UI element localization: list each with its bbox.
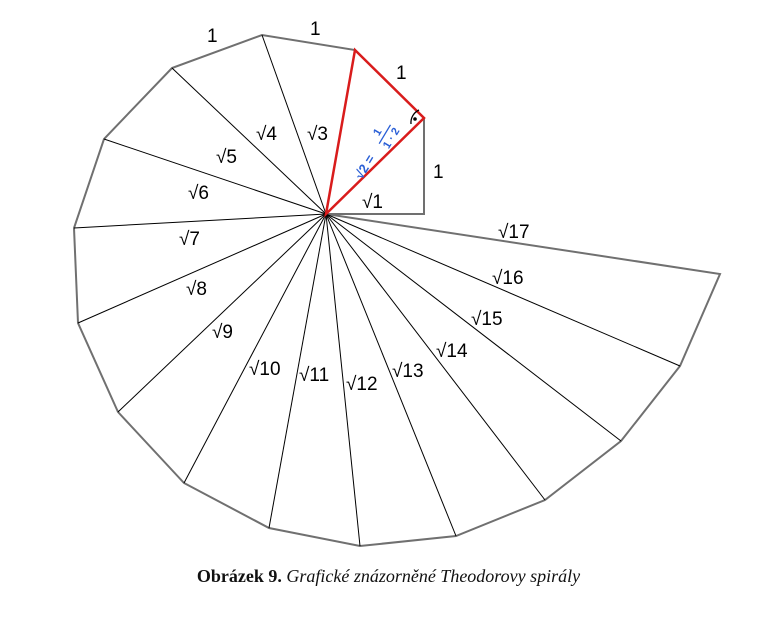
spoke bbox=[261, 34, 327, 215]
sqrt-label: √7 bbox=[179, 229, 200, 250]
theodorus-spiral-diagram: √2 = 1 1 · 2 1 1 1 1 √1 √3 √4 √5 √6 √7 √… bbox=[72, 19, 722, 548]
unit-label: 1 bbox=[433, 162, 444, 183]
spoke bbox=[171, 67, 327, 215]
figure-caption: Obrázek 9. Grafické znázorněné Theodorov… bbox=[0, 566, 777, 587]
sqrt-label: √8 bbox=[186, 279, 207, 300]
formula-numerator: 1 bbox=[371, 127, 384, 138]
caption-text: Grafické znázorněné Theodorovy spirály bbox=[286, 566, 581, 586]
sqrt-label: √6 bbox=[188, 183, 209, 204]
spoke bbox=[325, 213, 457, 537]
sqrt-label: √3 bbox=[307, 124, 328, 145]
unit-label: 1 bbox=[310, 19, 321, 40]
unit-label: 1 bbox=[207, 26, 218, 47]
unit-label: 1 bbox=[396, 63, 407, 84]
fraction-bar bbox=[378, 124, 392, 144]
sqrt-label: √13 bbox=[392, 361, 424, 382]
spoke bbox=[73, 213, 327, 229]
spoke bbox=[325, 213, 681, 367]
right-angle-dot bbox=[413, 117, 417, 121]
sqrt-label: √5 bbox=[216, 147, 237, 168]
spoke bbox=[325, 213, 546, 501]
first-triangle-edges bbox=[326, 118, 425, 215]
spoke bbox=[77, 213, 327, 324]
spoke bbox=[325, 213, 622, 442]
spoke bbox=[117, 213, 327, 413]
right-angle-marker bbox=[410, 109, 420, 125]
sqrt-label: √15 bbox=[471, 309, 503, 330]
sqrt-label: √14 bbox=[436, 341, 468, 362]
spokes bbox=[73, 34, 681, 547]
spoke bbox=[183, 213, 327, 484]
sqrt-label: √9 bbox=[212, 322, 233, 343]
formula: √2 = 1 1 · 2 bbox=[352, 124, 403, 182]
spoke bbox=[268, 213, 327, 529]
highlight-triangle bbox=[324, 47, 426, 218]
formula-denominator: 1 · 2 bbox=[381, 126, 403, 151]
sqrt-label: √17 bbox=[498, 222, 530, 243]
sqrt-label: √10 bbox=[249, 359, 281, 380]
spoke bbox=[325, 213, 361, 547]
sqrt-label: √1 bbox=[362, 192, 383, 213]
caption-label: Obrázek 9. bbox=[196, 566, 282, 586]
sqrt-label: √4 bbox=[256, 124, 277, 145]
spiral-outline bbox=[72, 33, 722, 548]
sqrt-label: √16 bbox=[492, 268, 524, 289]
sqrt-label: √11 bbox=[299, 365, 329, 386]
spoke bbox=[103, 138, 327, 215]
sqrt-label: √12 bbox=[346, 374, 378, 395]
